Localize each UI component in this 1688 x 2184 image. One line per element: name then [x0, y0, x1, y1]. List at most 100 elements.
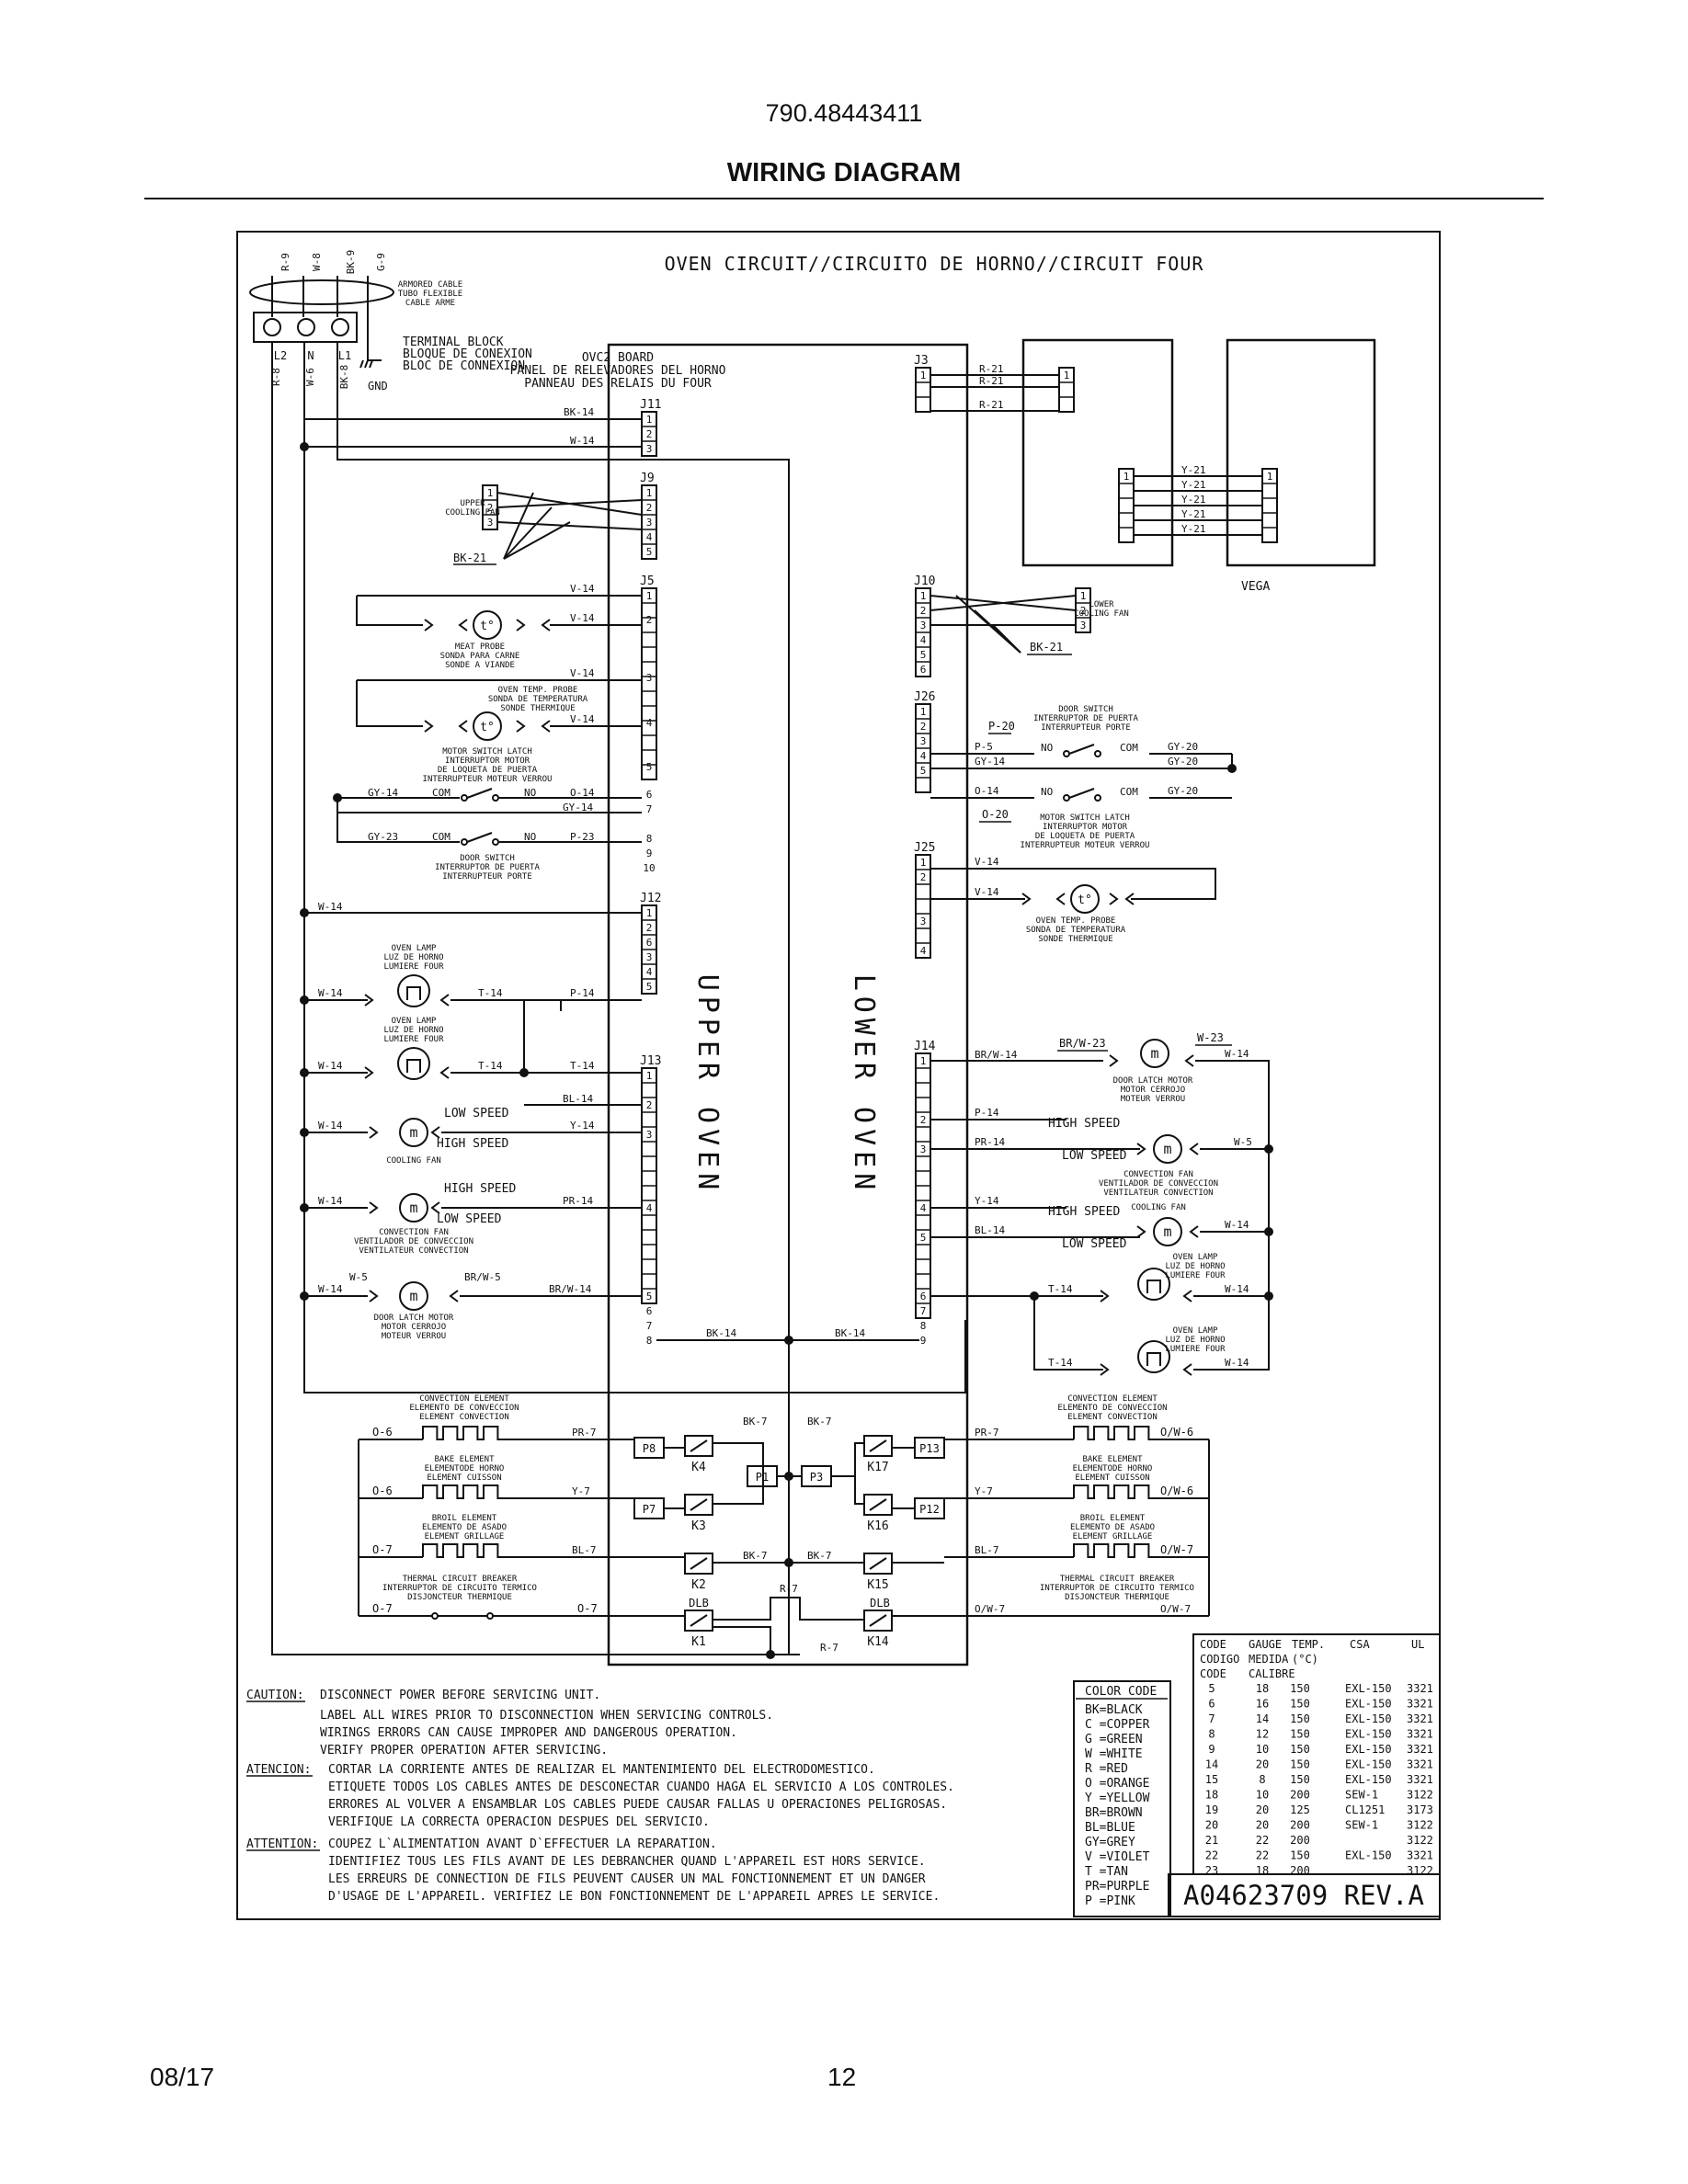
gauge-ul: 3321 — [1407, 1712, 1433, 1725]
wire-code: O-6 — [372, 1426, 393, 1439]
upper-cooling-fan-label: UPPER — [460, 499, 485, 508]
wire-brw23: BR/W-23 — [1059, 1037, 1106, 1050]
pin-number: 5 — [920, 1232, 927, 1244]
color-code-item: R =RED — [1085, 1762, 1128, 1776]
color-code-item: Y =YELLOW — [1085, 1792, 1150, 1805]
cooling-fan-motor-lower-symbol: m — [1163, 1223, 1171, 1240]
connector-j5 — [641, 587, 657, 780]
note-heading: ATENCION: — [246, 1763, 311, 1777]
oven-lamp-upper-2-filament — [406, 1059, 421, 1073]
board-label: PANEL DE RELEVADORES DEL HORNO — [510, 364, 726, 378]
terminal-label: L2 — [274, 349, 287, 362]
motor-switch-latch-label: MOTOR SWITCH LATCH — [1040, 813, 1130, 823]
gauge-temp: 150 — [1290, 1743, 1310, 1756]
oven-lamp-label: LUMIERE FOUR — [383, 962, 444, 972]
motor-latch-switch-lower — [1063, 794, 1070, 802]
heating-element-lower — [1073, 1484, 1155, 1499]
gauge-code: 6 — [1208, 1698, 1215, 1711]
thermal-breaker-label: DISJONCTEUR THERMIQUE — [1065, 1593, 1169, 1602]
connector-arrow — [541, 720, 551, 733]
pin-number: 2 — [920, 721, 927, 733]
plug-p12-label: P12 — [919, 1503, 940, 1516]
plug-p1-label: P1 — [756, 1471, 769, 1484]
note-line: VERIFIQUE LA CORRECTA OPERACION DESPUES … — [328, 1815, 710, 1829]
gauge-code: 22 — [1205, 1849, 1218, 1862]
heating-element-lower — [1073, 1426, 1155, 1440]
pin-number: 2 — [646, 502, 653, 514]
connector-label: J10 — [914, 574, 935, 588]
wire-o7: O-7 — [372, 1602, 393, 1615]
switch-no: NO — [1041, 786, 1053, 798]
fan-wire — [930, 595, 1077, 611]
low-speed-label: LOW SPEED — [437, 1212, 502, 1226]
convection-fan-label: VENTILADOR DE CONVECCION — [1099, 1179, 1218, 1189]
pin-number: 4 — [920, 750, 927, 762]
connector-arrow — [430, 1126, 440, 1139]
fan-wire — [496, 521, 643, 530]
wire-code: O-6 — [372, 1484, 393, 1497]
vega-box — [1226, 338, 1376, 567]
wire-bk14: BK-14 — [835, 1327, 865, 1339]
pin-number: 4 — [646, 1202, 653, 1214]
wire-y21: Y-21 — [1181, 508, 1206, 520]
connector-arrow — [1182, 1363, 1192, 1376]
connector-j9 — [641, 484, 657, 560]
r7-wire — [713, 1597, 864, 1621]
pin-number: 3 — [646, 517, 653, 529]
w14-wire — [1195, 1060, 1270, 1292]
wire-brw14: BR/W-14 — [975, 1049, 1018, 1061]
door-switch-lower-blade — [1068, 744, 1095, 755]
gauge-ul: 3173 — [1407, 1803, 1433, 1816]
door-switch-upper-blade — [466, 832, 493, 843]
relay-k16-label: K16 — [867, 1519, 888, 1533]
convection-fan-label: CONVECTION FAN — [1123, 1170, 1193, 1179]
part-number-box — [1168, 1873, 1441, 1917]
wire-w14: W-14 — [318, 1060, 343, 1072]
terminal-block — [253, 312, 358, 343]
connector-arrow — [1189, 1143, 1199, 1155]
wire-bk7: BK-7 — [807, 1416, 832, 1428]
door-latch-motor-lower — [1140, 1039, 1169, 1068]
gauge-temp: 150 — [1290, 1682, 1310, 1695]
gauge-ul: 3122 — [1407, 1819, 1433, 1832]
wire-r7: R-7 — [780, 1583, 798, 1595]
note-line: LES ERREURS DE CONNECTION DE FILS PEUVEN… — [328, 1872, 926, 1886]
pin-number: 1 — [920, 706, 927, 718]
door-switch-label: INTERRUPTOR DE PUERTA — [1033, 714, 1138, 723]
element-label: ELEMENT GRILLAGE — [1073, 1532, 1153, 1541]
convection-fan-motor-lower-symbol: m — [1163, 1141, 1171, 1157]
convection-fan-label: CONVECTION FAN — [379, 1228, 449, 1237]
color-code-title: COLOR CODE — [1085, 1685, 1157, 1699]
gauge-ul: 3122 — [1407, 1834, 1433, 1847]
wire-bl14: BL-14 — [563, 1093, 593, 1105]
pin-number: 4 — [920, 634, 927, 646]
oven-temp-probe-label: OVEN TEMP. PROBE — [498, 686, 578, 695]
connector-arrow — [1109, 893, 1119, 905]
motor-latch-switch-lower-blade — [1068, 788, 1095, 799]
junction-dot — [784, 1336, 793, 1345]
oven-lamp-label: LUMIERE FOUR — [383, 1035, 444, 1044]
pin-number: 1 — [646, 487, 653, 499]
page-number: 12 — [827, 2063, 857, 2091]
wire-brw5: BR/W-5 — [464, 1271, 501, 1283]
connector-label: J11 — [640, 398, 661, 412]
gauge-csa: EXL-150 — [1345, 1773, 1392, 1786]
door-switch-label: DOOR SWITCH — [1058, 705, 1113, 714]
connector-label: J13 — [640, 1054, 661, 1068]
color-code-item: BK=BLACK — [1085, 1703, 1143, 1717]
gauge-value: 14 — [1256, 1712, 1269, 1725]
switch-no: NO — [524, 831, 536, 843]
gauge-temp: 150 — [1290, 1758, 1310, 1771]
wire-pr14: PR-14 — [975, 1136, 1005, 1148]
wire-v14: V-14 — [570, 612, 595, 624]
cable-label: BK-9 — [345, 250, 357, 275]
door-switch-label: DOOR SWITCH — [460, 854, 515, 863]
door-latch-motor-upper-symbol: m — [409, 1288, 417, 1304]
thermal-breaker-upper — [431, 1612, 439, 1620]
relay-k15-label: K15 — [867, 1578, 888, 1592]
oven-temp-probe-label: SONDA DE TEMPERATURA — [1026, 926, 1126, 935]
connector-arrow — [458, 619, 468, 631]
note-line: CORTAR LA CORRIENTE ANTES DE REALIZAR EL… — [328, 1763, 875, 1777]
element-label: ELEMENT GRILLAGE — [425, 1532, 505, 1541]
r7-wire — [713, 1626, 800, 1655]
